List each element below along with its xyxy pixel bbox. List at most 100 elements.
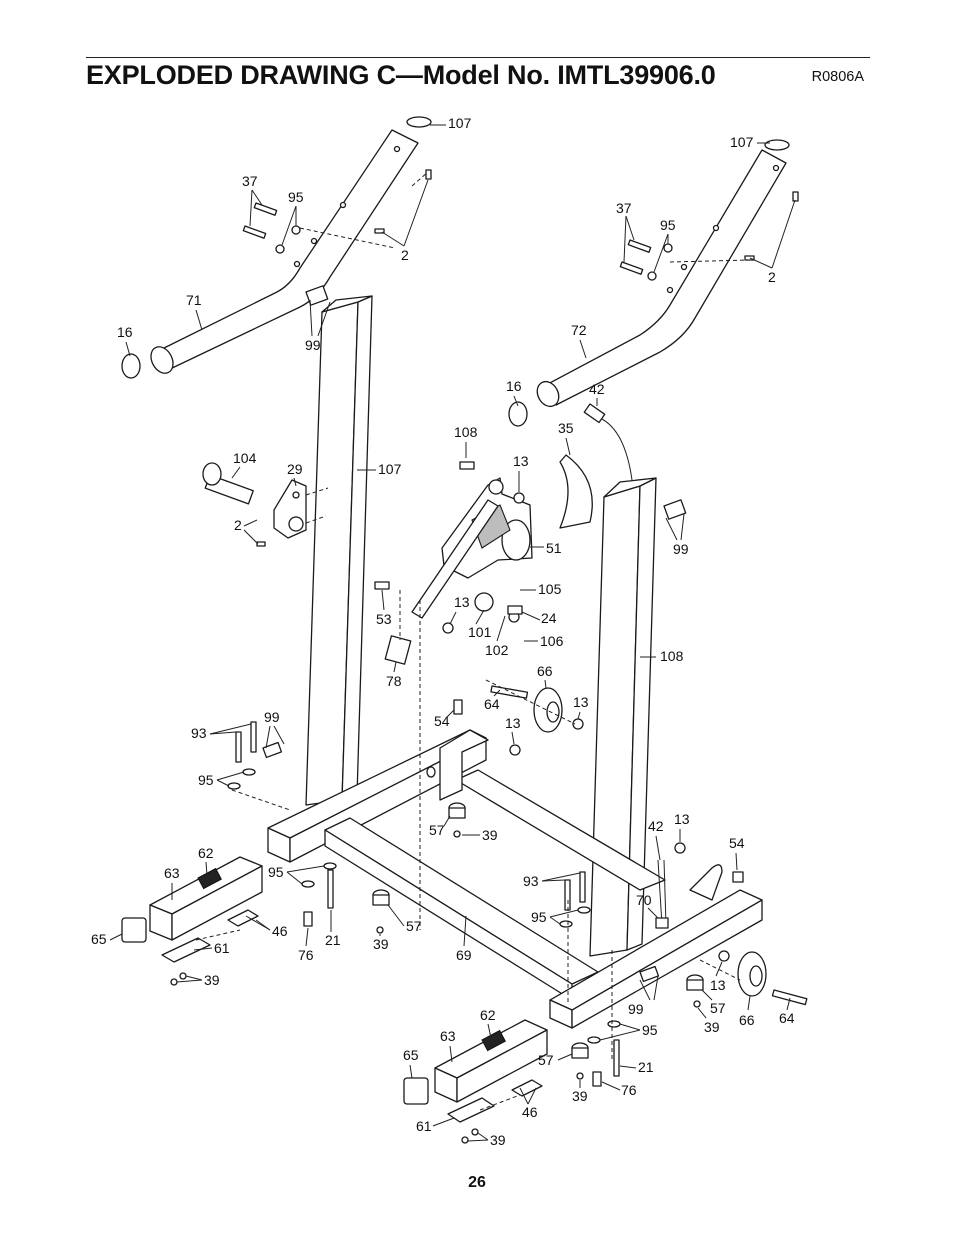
callout-46-left: 46	[272, 923, 288, 939]
motor-assembly	[374, 461, 533, 619]
page-number: 26	[468, 1174, 486, 1191]
callout-54-right: 54	[729, 835, 745, 851]
callout-labels: 107 107 107 37 37 95 95 2 2 2 71 72 16 1…	[91, 115, 796, 1148]
left-brackets	[202, 462, 329, 547]
callout-37-right: 37	[616, 200, 632, 216]
callout-107-top-left: 107	[448, 115, 472, 131]
callout-108-upright: 108	[660, 648, 684, 664]
callout-42-top: 42	[589, 381, 605, 397]
callout-69: 69	[456, 947, 472, 963]
drawing-code: R0806A	[811, 69, 864, 85]
callout-57-center: 57	[429, 822, 445, 838]
callout-65-left: 65	[91, 931, 107, 947]
callout-66-rear: 66	[739, 1012, 755, 1028]
upper-hardware	[242, 169, 799, 520]
assembly-lines	[195, 590, 741, 1111]
page-title: EXPLODED DRAWING C—Model No. IMTL39906.0	[86, 60, 716, 90]
callout-13-rear-roller: 13	[710, 977, 726, 993]
callout-57-rear: 57	[710, 1000, 726, 1016]
callout-106: 106	[540, 633, 564, 649]
callout-2-upper-right: 2	[768, 269, 776, 285]
bolts	[235, 699, 744, 1087]
callout-95-upper-right: 95	[660, 217, 676, 233]
callout-39-center: 39	[482, 827, 498, 843]
callout-63-left: 63	[164, 865, 180, 881]
callout-108-bolt: 108	[454, 424, 478, 440]
callout-42-base: 42	[648, 818, 664, 834]
callout-2-bracket: 2	[234, 517, 242, 533]
callout-63-right: 63	[440, 1028, 456, 1044]
callout-107-upright: 107	[378, 461, 402, 477]
callout-99-top: 99	[305, 337, 321, 353]
callout-64-front: 64	[484, 696, 500, 712]
callout-107-top-right: 107	[730, 134, 754, 150]
callout-53: 53	[376, 611, 392, 627]
callout-13-roller: 13	[573, 694, 589, 710]
callout-62-right: 62	[480, 1007, 496, 1023]
callout-62-left: 62	[198, 845, 214, 861]
callout-93-left: 93	[191, 725, 207, 741]
callout-46-right: 46	[522, 1104, 538, 1120]
callout-61-right: 61	[416, 1118, 432, 1134]
callout-2-upper-left: 2	[401, 247, 409, 263]
callout-29: 29	[287, 461, 303, 477]
callout-37-left: 37	[242, 173, 258, 189]
callout-51: 51	[546, 540, 562, 556]
callout-65-right: 65	[403, 1047, 419, 1063]
rollers	[490, 685, 808, 1006]
wire-harness	[655, 859, 669, 929]
callout-105: 105	[538, 581, 562, 597]
belt-and-cable	[559, 403, 633, 529]
callout-13-center: 13	[505, 715, 521, 731]
callout-13-motor-left: 13	[454, 594, 470, 610]
callout-66-front: 66	[537, 663, 553, 679]
callout-72: 72	[571, 322, 587, 338]
callout-93-right: 93	[523, 873, 539, 889]
base-frame	[267, 729, 763, 1029]
callout-99-base-left: 99	[264, 709, 280, 725]
small-hardware	[384, 492, 730, 962]
callout-21-right: 21	[638, 1059, 654, 1075]
callout-39-endcap-right: 39	[490, 1132, 506, 1148]
callout-102: 102	[485, 642, 509, 658]
callout-54-left: 54	[434, 713, 450, 729]
levelers	[372, 802, 704, 1059]
callout-99-right-upright: 99	[673, 541, 689, 557]
clips	[227, 741, 660, 1097]
callout-57-left: 57	[406, 918, 422, 934]
callout-95-upper-left: 95	[288, 189, 304, 205]
callout-70: 70	[636, 892, 652, 908]
right-endcap	[403, 1019, 548, 1123]
callout-13-base-right: 13	[674, 811, 690, 827]
right-upright	[589, 477, 657, 957]
header-rule	[86, 57, 870, 58]
callout-95-mid-right: 95	[531, 909, 547, 925]
callout-21-left: 21	[325, 932, 341, 948]
callout-39-rear: 39	[704, 1019, 720, 1035]
callout-16-right: 16	[506, 378, 522, 394]
callout-16-left: 16	[117, 324, 133, 340]
callout-64-rear: 64	[779, 1010, 795, 1026]
callout-95-base-right: 95	[642, 1022, 658, 1038]
callout-76-right: 76	[621, 1082, 637, 1098]
callout-24: 24	[541, 610, 557, 626]
callout-104: 104	[233, 450, 257, 466]
callout-13-motor-top: 13	[513, 453, 529, 469]
callout-61-left: 61	[214, 940, 230, 956]
callout-101: 101	[468, 624, 492, 640]
left-handrail	[121, 116, 432, 379]
callout-35: 35	[558, 420, 574, 436]
callout-95-mid-left: 95	[268, 864, 284, 880]
callout-76-left: 76	[298, 947, 314, 963]
left-upright	[305, 295, 373, 806]
left-endcap	[121, 856, 263, 963]
callout-71: 71	[186, 292, 202, 308]
callout-57-front: 57	[538, 1052, 554, 1068]
right-handrail	[508, 139, 790, 427]
callout-78: 78	[386, 673, 402, 689]
callout-39-endcap-left: 39	[204, 972, 220, 988]
callout-99-base-right: 99	[628, 1001, 644, 1017]
callout-95-base-left: 95	[198, 772, 214, 788]
callout-39-left: 39	[373, 936, 389, 952]
